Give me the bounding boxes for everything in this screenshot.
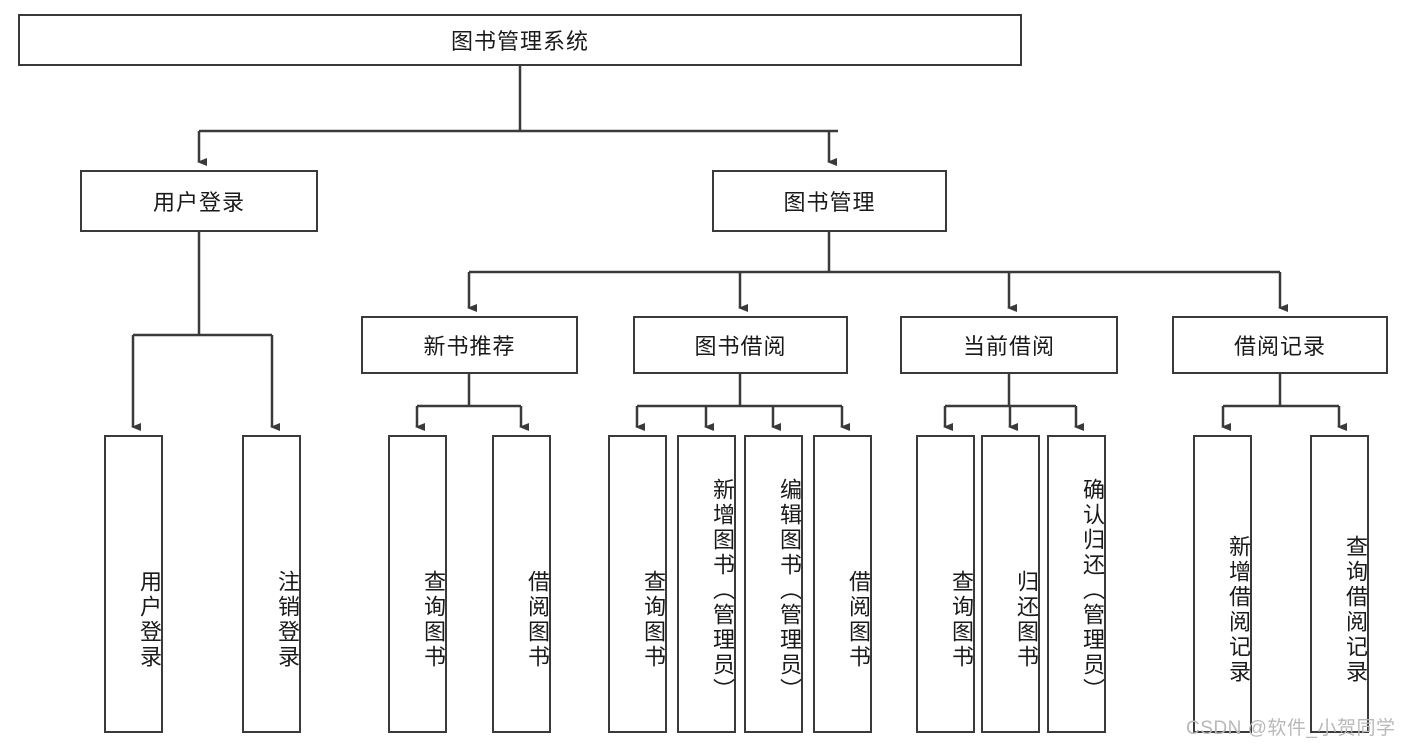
watermark-text: CSDN @软件_小贺同学 bbox=[1186, 718, 1396, 739]
node-label: 归还图书 bbox=[1014, 570, 1039, 670]
node-label: 查询借阅记录 bbox=[1343, 535, 1368, 685]
node-label: 当前借阅 bbox=[962, 334, 1055, 359]
node-label: 图书管理 bbox=[783, 190, 876, 215]
node-label: 新增借阅记录 bbox=[1226, 535, 1251, 685]
leaf-record-add-borrow-record[interactable]: 新增借阅记录 bbox=[1193, 435, 1252, 733]
node-new-book-recommend[interactable]: 新书推荐 bbox=[361, 316, 578, 374]
node-label: 注销登录 bbox=[275, 570, 300, 670]
leaf-user-login-signout[interactable]: 注销登录 bbox=[242, 435, 301, 733]
leaf-current-confirm-return-admin[interactable]: 确认归还（管理员） bbox=[1047, 435, 1106, 733]
node-user-login[interactable]: 用户登录 bbox=[80, 170, 318, 232]
node-label: 图书借阅 bbox=[694, 334, 787, 359]
leaf-current-query-book[interactable]: 查询图书 bbox=[916, 435, 975, 733]
leaf-borrow-add-book-admin[interactable]: 新增图书（管理员） bbox=[677, 435, 736, 733]
leaf-recommend-query-book[interactable]: 查询图书 bbox=[388, 435, 447, 733]
leaf-user-login-signin[interactable]: 用户登录 bbox=[104, 435, 163, 733]
node-label: 借阅图书 bbox=[525, 570, 550, 670]
node-label: 借阅图书 bbox=[846, 570, 871, 670]
node-book-borrow[interactable]: 图书借阅 bbox=[633, 316, 848, 374]
node-label: 图书管理系统 bbox=[450, 29, 589, 54]
node-label: 借阅记录 bbox=[1233, 334, 1326, 359]
node-root-system[interactable]: 图书管理系统 bbox=[18, 14, 1022, 66]
leaf-borrow-borrow-book[interactable]: 借阅图书 bbox=[813, 435, 872, 733]
leaf-current-return-book[interactable]: 归还图书 bbox=[981, 435, 1040, 733]
node-label: 查询图书 bbox=[421, 570, 446, 670]
node-label: 确认归还（管理员） bbox=[1080, 477, 1105, 703]
node-label: 用户登录 bbox=[152, 190, 245, 215]
node-borrow-record[interactable]: 借阅记录 bbox=[1172, 316, 1388, 374]
node-label: 新增图书（管理员） bbox=[710, 477, 735, 703]
leaf-borrow-edit-book-admin[interactable]: 编辑图书（管理员） bbox=[744, 435, 803, 733]
node-current-borrow[interactable]: 当前借阅 bbox=[900, 316, 1118, 374]
leaf-borrow-query-book[interactable]: 查询图书 bbox=[608, 435, 667, 733]
node-label: 新书推荐 bbox=[423, 334, 516, 359]
node-label: 编辑图书（管理员） bbox=[777, 477, 802, 703]
leaf-record-query-borrow-record[interactable]: 查询借阅记录 bbox=[1310, 435, 1369, 733]
node-book-management[interactable]: 图书管理 bbox=[712, 170, 947, 232]
leaf-recommend-borrow-book[interactable]: 借阅图书 bbox=[492, 435, 551, 733]
node-label: 用户登录 bbox=[137, 570, 162, 670]
node-label: 查询图书 bbox=[641, 570, 666, 670]
node-label: 查询图书 bbox=[949, 570, 974, 670]
